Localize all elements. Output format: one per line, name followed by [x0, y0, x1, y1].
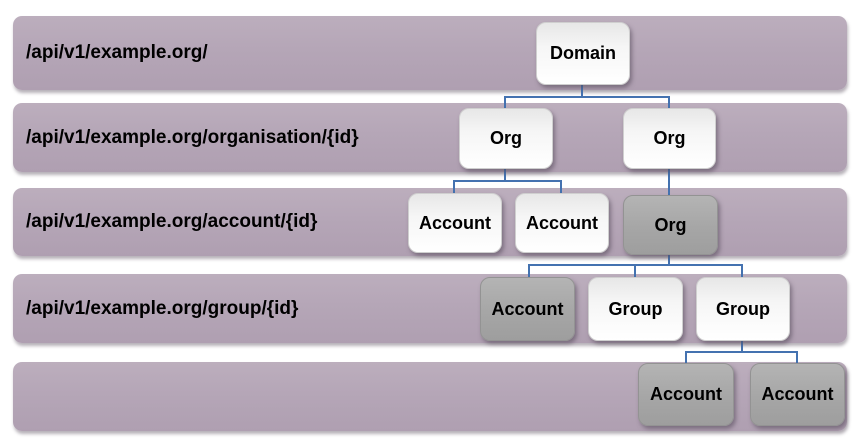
api-path-label-account: /api/v1/example.org/account/{id}	[26, 211, 318, 232]
node-group-1-label: Group	[608, 298, 663, 319]
node-account-gray: Account	[480, 277, 575, 341]
node-org-right: Org	[623, 108, 716, 169]
edge-domain-to-orgs	[504, 83, 670, 108]
node-account-bottom-1: Account	[638, 363, 734, 426]
api-path-label-organisation: /api/v1/example.org/organisation/{id}	[26, 126, 359, 148]
edge-orgleft-to-accounts	[453, 167, 562, 193]
node-group-2-label: Group	[716, 298, 770, 319]
edge-orggray-to-children	[528, 252, 743, 277]
band-row-domain: /api/v1/example.org/	[13, 16, 847, 90]
node-domain: Domain	[536, 22, 630, 85]
node-domain-label: Domain	[549, 43, 616, 63]
node-account-bottom-2: Account	[750, 363, 845, 426]
node-account-bottom-2-label: Account	[761, 384, 834, 404]
node-org-gray: Org	[623, 195, 718, 255]
node-account-left-1: Account	[408, 193, 502, 253]
node-account-bottom-1-label: Account	[650, 384, 722, 404]
node-group-2: Group	[696, 277, 790, 341]
edge-group2-to-accounts	[685, 338, 798, 363]
node-group-1: Group	[588, 277, 683, 341]
node-org-left: Org	[459, 108, 553, 169]
node-account-left-1-label: Account	[419, 212, 491, 233]
api-path-label-domain: /api/v1/example.org/	[26, 42, 208, 63]
node-org-right-label: Org	[653, 128, 686, 148]
node-account-left-2-label: Account	[526, 212, 598, 233]
node-org-gray-label: Org	[654, 214, 687, 235]
node-account-gray-label: Account	[491, 298, 564, 319]
node-account-left-2: Account	[515, 193, 609, 253]
node-org-left-label: Org	[489, 128, 522, 148]
api-path-label-group: /api/v1/example.org/group/{id}	[26, 297, 299, 319]
